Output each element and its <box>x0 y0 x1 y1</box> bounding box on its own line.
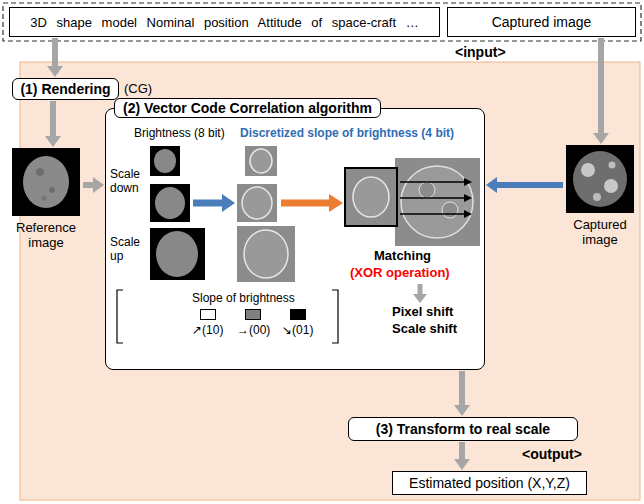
process-box: (1) Rendering <box>12 78 119 100</box>
convert-arrow <box>193 200 223 207</box>
arrow-shaft <box>496 182 563 188</box>
operation-label: (XOR operation) <box>350 266 450 281</box>
section-label: <input> <box>455 44 506 60</box>
result-arrow <box>413 294 427 303</box>
legend-text: ↘(01) <box>282 324 313 338</box>
legend-bracket <box>332 290 338 343</box>
node-text: Reference image <box>10 220 82 250</box>
result-arrow <box>418 284 423 295</box>
legend-swatch <box>200 309 216 320</box>
note-label: (CG) <box>124 82 152 97</box>
node-text: Captured image <box>492 14 592 30</box>
match-arrow <box>281 200 330 207</box>
arrow-shaft <box>52 38 58 67</box>
algorithm-ground <box>105 108 485 370</box>
result-label: Pixel shift <box>392 305 453 320</box>
arrow-shaft <box>83 182 94 188</box>
flow-arrow <box>83 177 104 193</box>
flow-arrow <box>45 101 61 147</box>
arrow-head <box>593 133 609 144</box>
input-box: Captured image <box>447 7 636 37</box>
caption-label: Brightness (8 bit) <box>134 127 225 141</box>
input-box: 3D shape model Nominal position Attitude… <box>9 7 440 37</box>
arrow-head <box>93 177 104 193</box>
node-text: 3D shape model Nominal position Attitude… <box>30 15 418 30</box>
flow-arrow <box>486 177 563 193</box>
reference-image <box>12 148 80 216</box>
matching-image <box>345 158 480 246</box>
node-text: Estimated position (X,Y,Z) <box>409 475 570 491</box>
slope-image <box>237 146 295 282</box>
node-text: (3) Transform to real scale <box>376 421 550 437</box>
process-region <box>20 62 640 500</box>
image-frame: Captured image <box>564 145 636 247</box>
legend-text: ↗(10) <box>192 324 223 338</box>
arrow-shaft <box>459 371 465 406</box>
arrow-head <box>486 177 497 193</box>
arrow-shaft <box>50 101 56 137</box>
scale-label: Scale up <box>110 236 148 264</box>
flow-arrow <box>47 38 63 77</box>
match-arrow <box>329 194 343 212</box>
input-group <box>3 3 641 41</box>
arrow-head <box>45 136 61 147</box>
brightness-image <box>150 146 205 280</box>
flow-arrow <box>593 38 609 144</box>
process-box: (3) Transform to real scale <box>348 417 578 441</box>
legend-swatch <box>245 309 261 320</box>
legend-text: →(00) <box>237 324 270 338</box>
node-text: Captured image <box>564 217 636 247</box>
section-label: <output> <box>522 446 582 462</box>
flow-arrow <box>454 442 470 470</box>
captured-image <box>566 145 634 213</box>
arrow-head <box>454 459 470 470</box>
arrow-shaft <box>598 38 604 134</box>
arrow-shaft <box>459 442 465 460</box>
legend-bracket <box>117 290 123 343</box>
legend-swatch <box>290 309 306 320</box>
convert-arrow <box>222 194 235 212</box>
step-label: Matching <box>374 249 431 264</box>
legend-title: Slope of brightness <box>192 292 295 306</box>
box-title: (2) Vector Code Correlation algorithm <box>114 98 381 118</box>
arrow-head <box>47 66 63 77</box>
image-frame: Reference image <box>10 148 82 250</box>
flow-arrow <box>454 371 470 416</box>
caption-label: Discretized slope of brightness (4 bit) <box>240 127 454 141</box>
result-label: Scale shift <box>392 322 457 337</box>
output-box: Estimated position (X,Y,Z) <box>392 471 587 495</box>
arrow-head <box>454 405 470 416</box>
scale-label: Scale down <box>110 168 148 196</box>
node-text: (1) Rendering <box>20 81 110 97</box>
